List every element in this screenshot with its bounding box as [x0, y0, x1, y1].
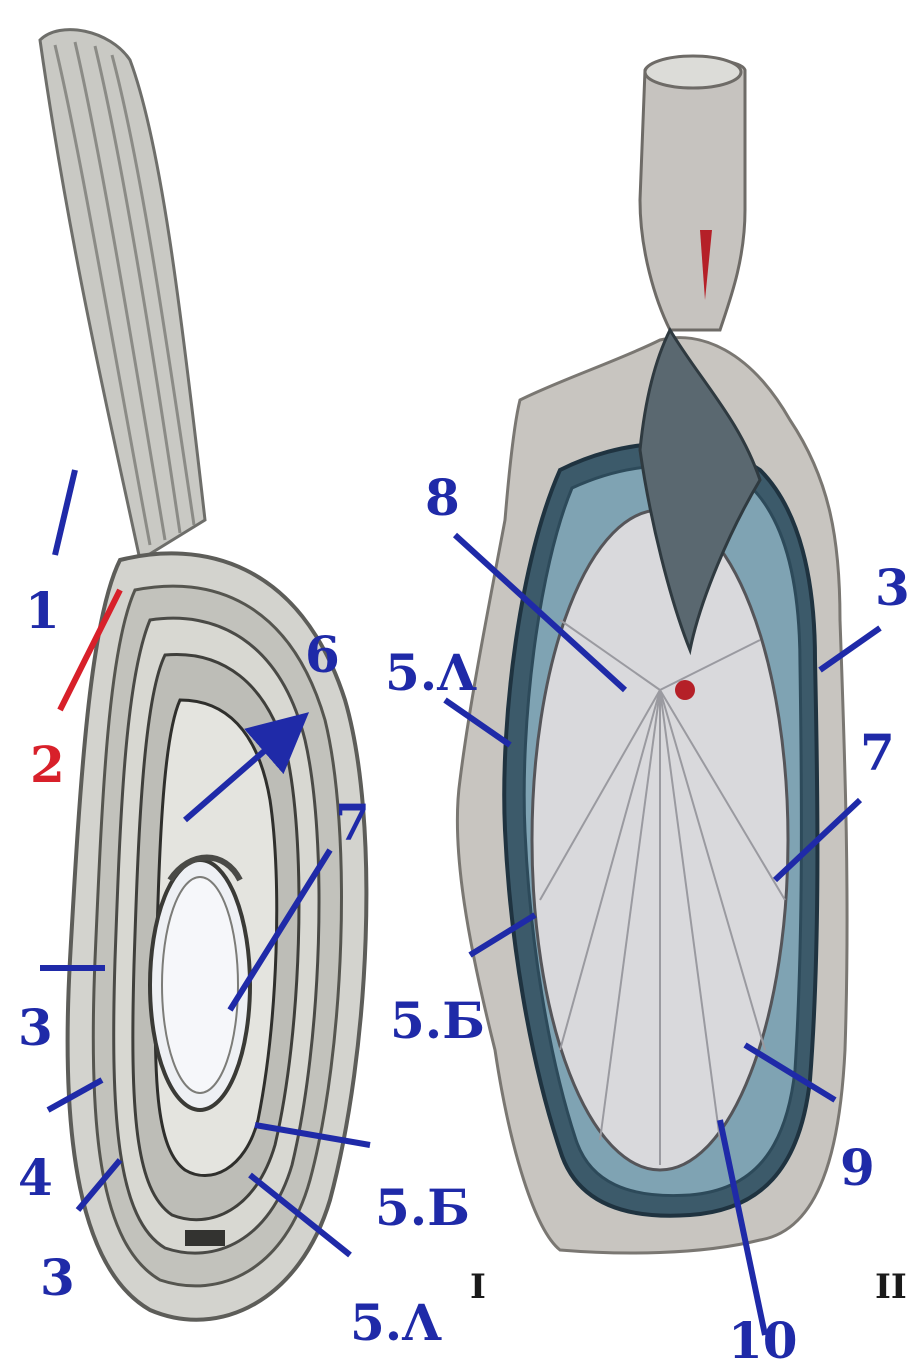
label-5a-right: 5.Λ — [385, 643, 477, 702]
label-9: 9 — [840, 1138, 875, 1197]
panel-caption-two: II — [875, 1267, 907, 1307]
label-7-left: 7 — [335, 793, 370, 852]
panel-caption-one: I — [470, 1267, 486, 1307]
label-4-left: 4 — [18, 1148, 53, 1207]
label-6: 6 — [305, 625, 340, 684]
label-3-right: 3 — [875, 558, 910, 617]
label-3b-left: 3 — [40, 1248, 75, 1307]
leader-1 — [55, 470, 75, 555]
label-5b-right: 5.Б — [390, 991, 485, 1050]
label-5a-left: 5.Λ — [350, 1293, 442, 1352]
label-1: 1 — [25, 581, 60, 640]
label-8: 8 — [425, 468, 460, 527]
label-7-right: 7 — [860, 723, 895, 782]
label-3a-left: 3 — [18, 998, 53, 1057]
label-2: 2 — [30, 735, 65, 794]
label-5b-left: 5.Б — [375, 1178, 470, 1237]
label-10: 10 — [728, 1311, 798, 1368]
